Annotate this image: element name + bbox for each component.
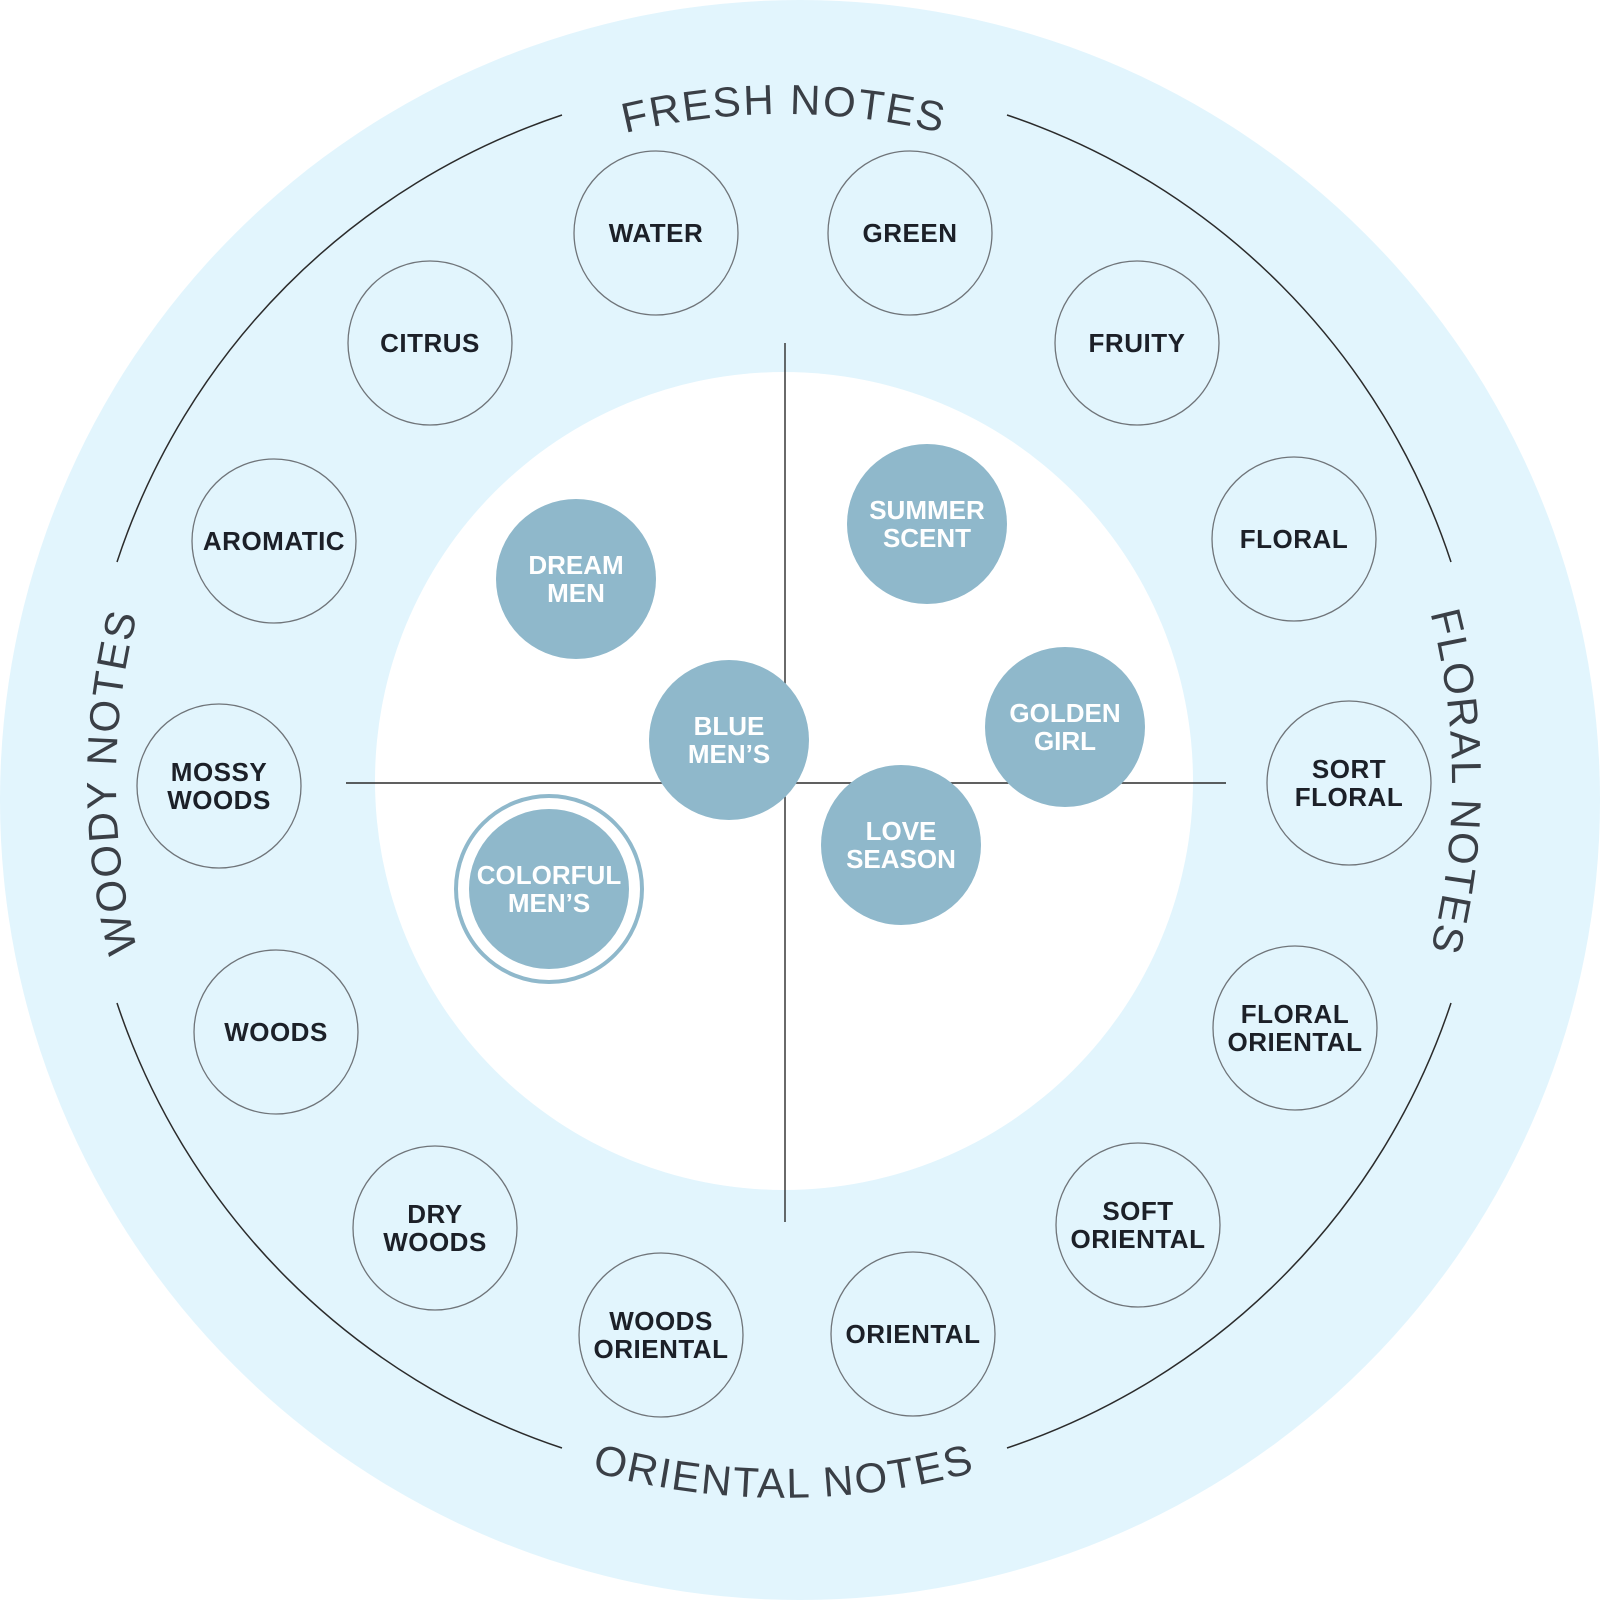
scent-circle: [496, 499, 656, 659]
scent-circle: [985, 647, 1145, 807]
note-circle: [193, 949, 359, 1115]
note-label: DRY: [407, 1199, 462, 1229]
note-label: MOSSY: [171, 757, 267, 787]
note-label: GREEN: [863, 218, 958, 248]
scent-label: BLUE: [694, 711, 765, 741]
family-arcs: [116, 114, 1452, 1449]
scent-label: MEN’S: [688, 739, 770, 769]
note-label: ORIENTAL: [1228, 1027, 1363, 1057]
note-circle: [830, 1251, 996, 1417]
scent-label: LOVE: [866, 816, 937, 846]
scent-label: GOLDEN: [1009, 698, 1120, 728]
scent-circle: [469, 809, 629, 969]
scent-label: SEASON: [846, 844, 956, 874]
note-floral: FLORAL: [1211, 456, 1377, 622]
note-woods: WOODS: [193, 949, 359, 1115]
note-label: WATER: [609, 218, 703, 248]
note-circle: [347, 260, 513, 426]
note-label: SOFT: [1102, 1196, 1173, 1226]
note-label: WOODS: [167, 785, 271, 815]
scent-label: DREAM: [528, 550, 623, 580]
note-circle: [573, 150, 739, 316]
note-water: WATER: [573, 150, 739, 316]
scent-circle: [821, 765, 981, 925]
note-circles: WATER GREEN CITRUS FRUITY AROMATIC FLORAL MOSS…: [136, 150, 1432, 1418]
note-circle: [136, 703, 302, 869]
note-circle: [1212, 945, 1378, 1111]
note-label: ORIENTAL: [846, 1319, 981, 1349]
note-oriental: ORIENTAL: [830, 1251, 996, 1417]
note-fruity: FRUITY: [1054, 260, 1220, 426]
note-circle: [578, 1252, 744, 1418]
arc-bottom-left: [116, 1002, 563, 1449]
note-label: AROMATIC: [203, 526, 345, 556]
note-label: ORIENTAL: [594, 1334, 729, 1364]
note-circle: [1211, 456, 1377, 622]
note-label: FLORAL: [1295, 782, 1403, 812]
note-label: SORT: [1312, 754, 1386, 784]
scent-label: COLORFUL: [477, 860, 622, 890]
note-label: FLORAL: [1241, 999, 1349, 1029]
note-aromatic: AROMATIC: [191, 458, 357, 624]
note-circle: [352, 1145, 518, 1311]
note-circle: [1054, 260, 1220, 426]
scent-label: SCENT: [883, 523, 971, 553]
scent-label: MEN: [547, 578, 605, 608]
note-label: FRUITY: [1089, 328, 1186, 358]
note-label: CITRUS: [380, 328, 480, 358]
note-citrus: CITRUS: [347, 260, 513, 426]
scent-circle: [847, 444, 1007, 604]
note-circle: [191, 458, 357, 624]
note-label: FLORAL: [1240, 524, 1348, 554]
scent-circles: DREAMMENSUMMERSCENTBLUEMEN’SGOLDENGIRLLO…: [454, 444, 1145, 984]
note-label: WOODS: [609, 1306, 713, 1336]
scent-label: SUMMER: [869, 495, 985, 525]
note-circle: [1055, 1142, 1221, 1308]
arc-top-left: [116, 114, 563, 563]
note-circle: [1266, 700, 1432, 866]
arc-bottom-right: [1006, 1002, 1452, 1449]
scent-circle: [649, 660, 809, 820]
arc-top-right: [1006, 114, 1452, 563]
note-label: ORIENTAL: [1071, 1224, 1206, 1254]
note-label: WOODS: [383, 1227, 487, 1257]
note-circle: [827, 150, 993, 316]
note-green: GREEN: [827, 150, 993, 316]
scent-label: MEN’S: [508, 888, 590, 918]
note-label: WOODS: [224, 1017, 328, 1047]
scent-label: GIRL: [1034, 726, 1096, 756]
